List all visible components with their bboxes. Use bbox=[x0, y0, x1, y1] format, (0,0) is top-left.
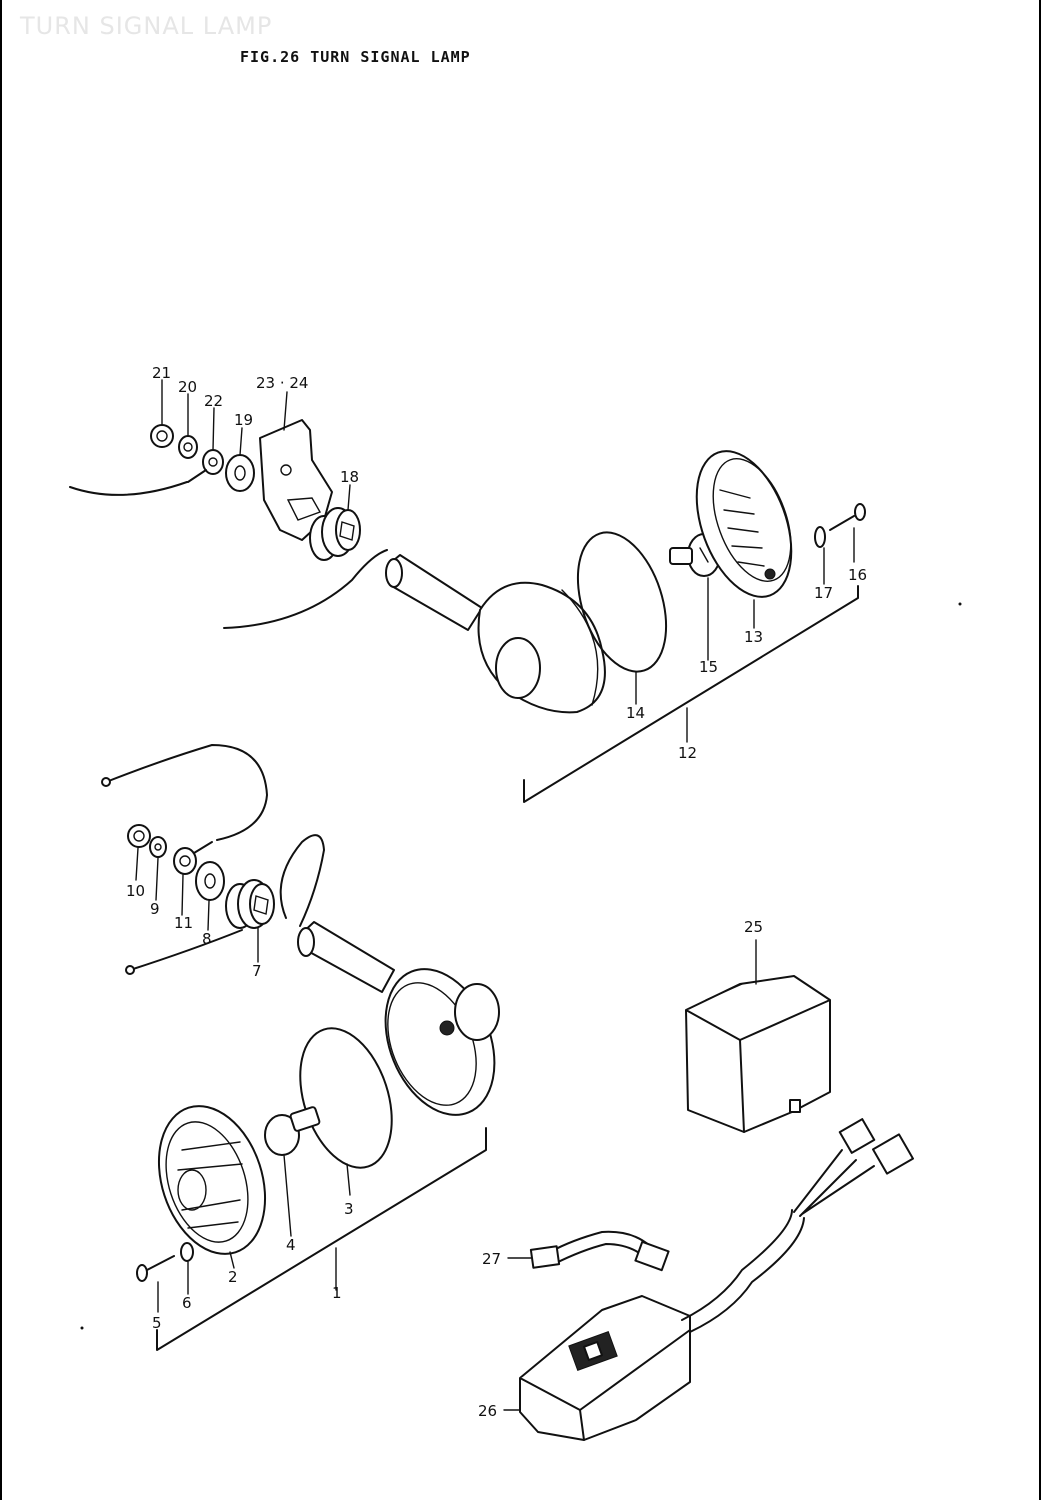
washer-20-part bbox=[178, 435, 198, 459]
callout-22: 22 bbox=[204, 392, 223, 410]
callout-27: 27 bbox=[482, 1250, 501, 1268]
lower-leader-lines bbox=[135, 847, 351, 1313]
screw-16-part bbox=[829, 503, 866, 531]
washer-19-part bbox=[225, 454, 255, 492]
grommet-18-part bbox=[309, 507, 361, 561]
lens-2-part bbox=[157, 1105, 267, 1255]
callout-8: 8 bbox=[202, 930, 212, 948]
callout-15: 15 bbox=[699, 658, 718, 676]
lower-lamp-housing-part bbox=[297, 921, 500, 1116]
callout-17: 17 bbox=[814, 584, 833, 602]
lower-lamp-wire bbox=[129, 929, 243, 971]
callout-25: 25 bbox=[744, 918, 763, 936]
callout-10: 10 bbox=[126, 882, 145, 900]
figure-title: FIG.26 TURN SIGNAL LAMP bbox=[240, 48, 471, 66]
screw-5-part bbox=[136, 1255, 175, 1282]
assembly-1-bracket-line bbox=[156, 1127, 487, 1351]
washer-8-part bbox=[195, 861, 225, 901]
callout-11: 11 bbox=[174, 914, 193, 932]
assembly-12-bracket-line bbox=[523, 585, 859, 803]
callout-16: 16 bbox=[848, 566, 867, 584]
callout-labels: 21 20 22 19 23 · 24 18 13 15 14 12 17 16… bbox=[126, 364, 867, 1420]
lens-13-part bbox=[695, 450, 793, 598]
callout-13: 13 bbox=[744, 628, 763, 646]
speck-dot bbox=[80, 1326, 84, 1330]
callout-14: 14 bbox=[626, 704, 645, 722]
upper-lamp-housing-part bbox=[385, 554, 606, 714]
callout-23-24: 23 · 24 bbox=[256, 374, 308, 392]
bracket-23-24-part bbox=[259, 419, 333, 541]
lower-lamp-wire-loop bbox=[279, 834, 325, 927]
lower-ground-wire bbox=[105, 744, 268, 841]
callout-5: 5 bbox=[152, 1314, 162, 1332]
nut-21-part bbox=[150, 424, 174, 448]
harness-27-part bbox=[507, 1230, 670, 1272]
upper-lamp-wire bbox=[223, 549, 388, 629]
relay-25-part bbox=[685, 939, 831, 1133]
bulb-4-part bbox=[264, 1106, 321, 1156]
callout-9: 9 bbox=[150, 900, 160, 918]
nut-10-part bbox=[127, 824, 151, 848]
upper-ground-wire bbox=[69, 481, 188, 496]
callout-20: 20 bbox=[178, 378, 197, 396]
callout-18: 18 bbox=[340, 468, 359, 486]
washer-9-part bbox=[149, 836, 167, 858]
oring-14-part bbox=[576, 531, 668, 673]
callout-6: 6 bbox=[182, 1294, 192, 1312]
grommet-7-part bbox=[225, 879, 275, 929]
callout-1: 1 bbox=[332, 1284, 342, 1302]
callout-21: 21 bbox=[152, 364, 171, 382]
callout-26: 26 bbox=[478, 1402, 497, 1420]
upper-leader-lines bbox=[161, 379, 855, 743]
watermark-text: TURN SIGNAL LAMP bbox=[20, 12, 273, 40]
flasher-26-part bbox=[503, 1118, 914, 1441]
terminal-11-part bbox=[173, 841, 213, 875]
lower-turn-signal-assembly bbox=[101, 744, 500, 1351]
upper-turn-signal-assembly bbox=[69, 419, 866, 803]
callout-12: 12 bbox=[678, 744, 697, 762]
speck-dot bbox=[958, 602, 962, 606]
callout-2: 2 bbox=[228, 1268, 238, 1286]
callout-4: 4 bbox=[286, 1236, 296, 1254]
callout-7: 7 bbox=[252, 962, 262, 980]
washer-17-part bbox=[814, 526, 826, 548]
washer-6-part bbox=[180, 1242, 194, 1262]
callout-19: 19 bbox=[234, 411, 253, 429]
callout-3: 3 bbox=[344, 1200, 354, 1218]
